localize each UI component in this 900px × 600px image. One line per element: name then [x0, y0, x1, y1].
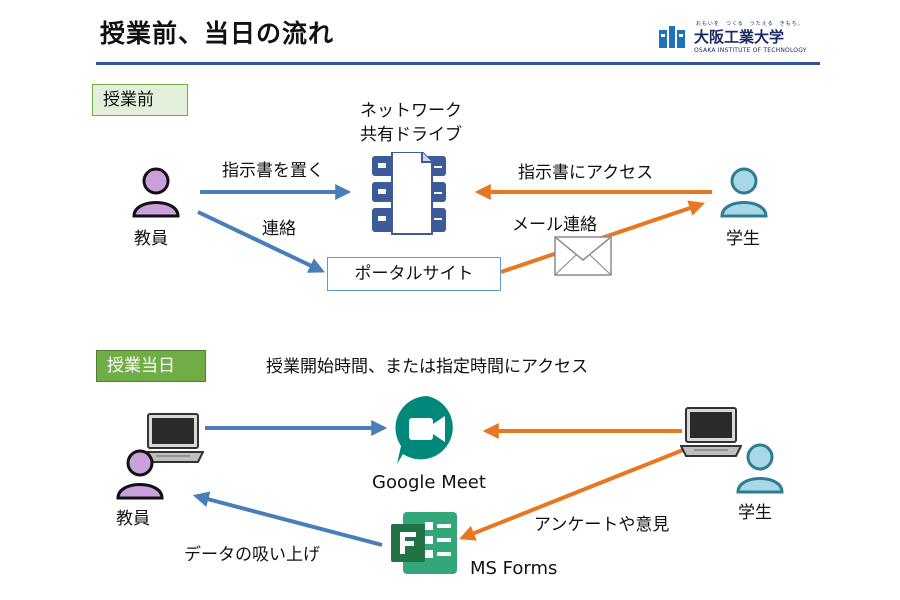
drive-label-line2: 共有ドライブ: [360, 125, 462, 145]
teacher-label: 教員: [134, 229, 168, 249]
student-person-icon: [736, 443, 784, 494]
access-note: 授業開始時間、または指定時間にアクセス: [266, 357, 589, 377]
student-label-today: 学生: [738, 503, 772, 523]
university-english-name: OSAKA INSTITUTE OF TECHNOLOGY: [694, 47, 807, 54]
email-envelope-icon: [554, 236, 612, 276]
arrow-access-label: 指示書にアクセス: [518, 163, 654, 183]
student-laptop-icon: [680, 407, 742, 457]
teacher-person-icon: [132, 167, 180, 218]
title-divider: [96, 62, 820, 65]
google-meet-icon: [395, 396, 453, 464]
university-logo: おもいを つくる うたえる きもち。 大阪工業大学 OSAKA INSTITUT…: [658, 20, 818, 62]
arrow-forms-to-teacher: [192, 491, 383, 547]
arrow-mail-label: メール連絡: [512, 215, 597, 235]
portal-site-box: ポータルサイト: [327, 257, 501, 291]
teacher-label-today: 教員: [116, 509, 150, 529]
ms-forms-icon: [391, 512, 457, 574]
ms-forms-label: MS Forms: [470, 558, 558, 579]
arrow-collect-label: データの吸い上げ: [184, 545, 320, 565]
student-label: 学生: [726, 229, 760, 249]
arrow-place-label: 指示書を置く: [222, 161, 324, 181]
network-drive-icon: [372, 152, 446, 235]
drive-label-line1: ネットワーク: [360, 101, 462, 121]
arrow-student-to-forms: [459, 446, 689, 541]
teacher-person-icon: [116, 449, 164, 500]
university-logo-mark-icon: [659, 26, 685, 48]
class-day-tag: 授業当日: [96, 350, 206, 382]
arrow-teacher-to-portal: [197, 210, 325, 273]
arrow-survey-label: アンケートや意見: [534, 515, 670, 535]
page-title: 授業前、当日の流れ: [100, 19, 335, 48]
university-tagline: おもいを つくる うたえる きもち。: [696, 21, 804, 27]
google-meet-label: Google Meet: [372, 472, 486, 493]
arrow-contact-label: 連絡: [262, 219, 296, 239]
student-person-icon: [720, 167, 768, 218]
before-class-tag: 授業前: [92, 84, 188, 116]
university-name: 大阪工業大学: [694, 28, 785, 46]
